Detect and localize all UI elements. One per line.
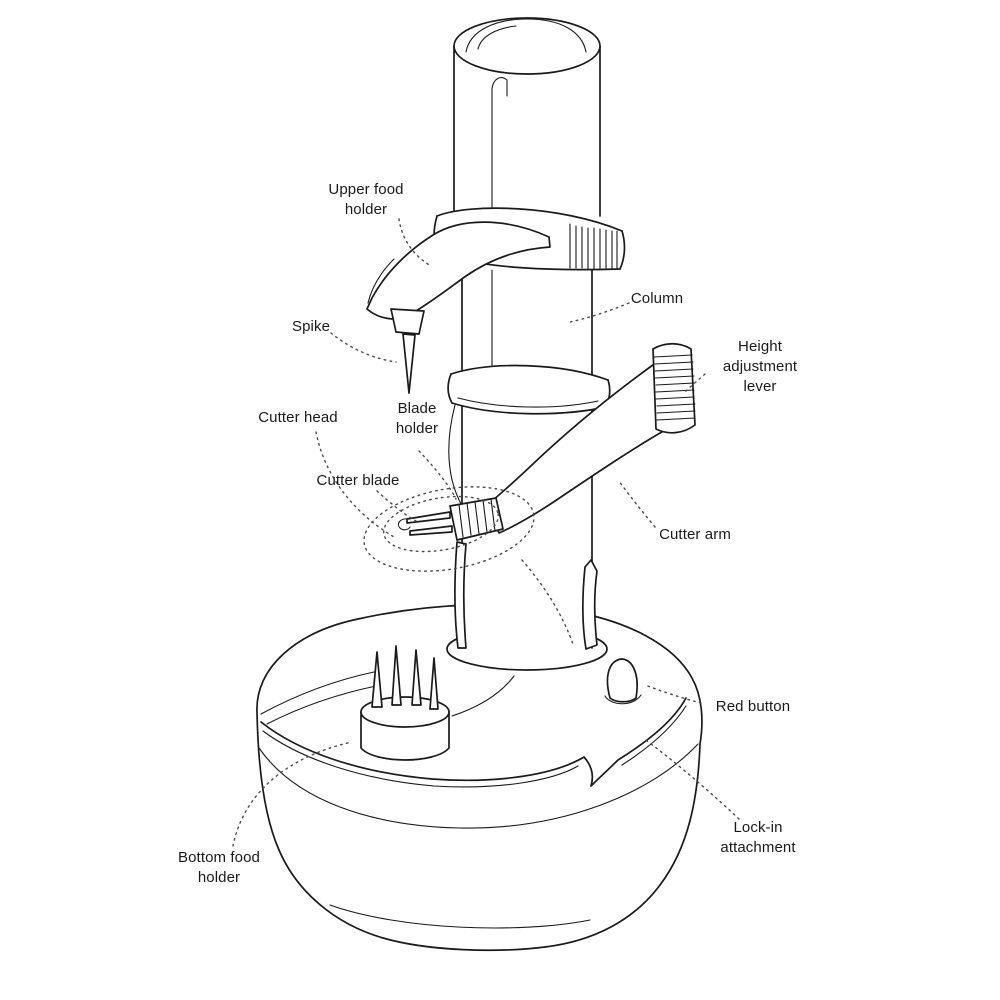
cutter-blade-part: [409, 525, 453, 536]
label-upper-food-holder: Upper food holder: [328, 181, 404, 218]
cutter-blade-part: [406, 511, 451, 524]
label-bottom-food-holder: Bottom food holder: [178, 849, 260, 886]
label-red-button: Red button: [715, 698, 791, 715]
upper-food-holder-part: [366, 221, 551, 394]
spike-part: [402, 333, 416, 394]
holder-spike: [429, 657, 439, 710]
leader-red-button: [644, 684, 702, 704]
lock-in-attachment-part: [582, 559, 598, 650]
column-part: [453, 17, 601, 649]
leader-loop-inner: [383, 495, 499, 553]
leader-cutter-arm: [618, 480, 656, 528]
red-button-part: [604, 658, 642, 705]
leader-cutter-head: [315, 431, 395, 538]
leader-spike: [330, 332, 397, 363]
leader-loop-tail: [521, 559, 574, 645]
guide-blade: [454, 541, 467, 649]
label-spike: Spike: [291, 318, 331, 335]
height-adjustment-lever-part: [652, 342, 696, 434]
base-body: [256, 603, 703, 952]
leader-height-adjustment-lever: [683, 373, 706, 394]
label-height-adjustment-lever: Height adjustment lever: [722, 338, 798, 395]
holder-spike: [411, 649, 422, 706]
holder-spike: [371, 651, 383, 708]
leader-upper-food-holder: [398, 218, 432, 267]
label-cutter-arm: Cutter arm: [659, 526, 731, 543]
leader-column: [569, 302, 630, 323]
leader-bottom-food-holder: [232, 741, 353, 847]
leader-blade-holder: [418, 450, 457, 500]
leader-lock-in-attachment: [642, 737, 740, 820]
label-blade-holder: Blade holder: [395, 400, 439, 437]
leader-cutter-blade: [376, 490, 417, 522]
bottom-food-holder-part: [360, 645, 450, 761]
leader-loop-outer: [363, 486, 535, 572]
blade-holder-block: [449, 497, 504, 541]
holder-spike: [391, 645, 402, 706]
label-column: Column: [630, 290, 684, 307]
leader-lines: [232, 218, 740, 847]
cutter-head-part: [397, 497, 504, 541]
label-cutter-head: Cutter head: [258, 409, 338, 426]
blade-holder-ring: [447, 364, 611, 510]
spike-bracket: [390, 308, 425, 335]
label-cutter-blade: Cutter blade: [316, 472, 400, 489]
label-lock-in-attachment: Lock-in attachment: [720, 819, 796, 856]
